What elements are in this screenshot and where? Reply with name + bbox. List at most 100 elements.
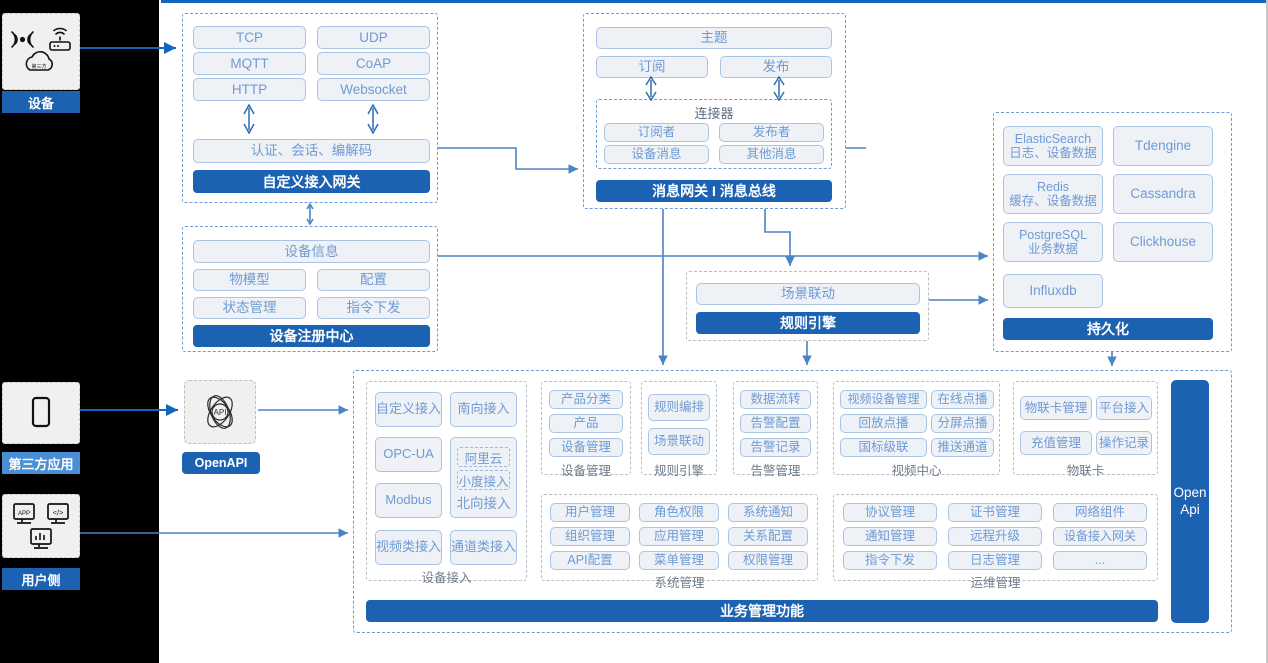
rail-tag-third-party: 第三方应用 xyxy=(2,452,80,474)
dm-product-category[interactable]: 产品分类 xyxy=(549,390,623,409)
ops-network-component[interactable]: 网络组件 xyxy=(1053,503,1147,522)
access-modbus[interactable]: Modbus xyxy=(375,483,442,518)
access-northbound-container[interactable]: 北向接入 xyxy=(450,437,517,518)
alarm-data-flow[interactable]: 数据流转 xyxy=(740,390,811,409)
protocol-tcp[interactable]: TCP xyxy=(193,26,306,49)
rule-engine-title-bar[interactable]: 规则引擎 xyxy=(696,312,920,334)
protocol-coap[interactable]: CoAP xyxy=(317,52,430,75)
gateway-auth-session-codec[interactable]: 认证、会话、编解码 xyxy=(193,139,430,163)
user-side-icon-box: APP </> xyxy=(2,494,80,558)
svg-text:第三方: 第三方 xyxy=(31,63,46,70)
iot-recharge-management[interactable]: 充值管理 xyxy=(1020,431,1092,455)
video-device-management[interactable]: 视频设备管理 xyxy=(840,390,927,409)
store-clickhouse[interactable]: Clickhouse xyxy=(1113,222,1213,262)
alarm-records[interactable]: 告警记录 xyxy=(740,438,811,457)
sys-user-management[interactable]: 用户管理 xyxy=(550,503,630,522)
access-xiaodu[interactable]: 小度接入 xyxy=(457,470,510,490)
store-name: Redis xyxy=(1037,179,1069,194)
store-tdengine[interactable]: Tdengine xyxy=(1113,126,1213,166)
re-scene-linkage[interactable]: 场景联动 xyxy=(648,428,710,455)
dm-product[interactable]: 产品 xyxy=(549,414,623,433)
sys-api-config[interactable]: API配置 xyxy=(550,551,630,570)
connector-subscriber[interactable]: 订阅者 xyxy=(604,123,709,142)
sys-relation-config[interactable]: 关系配置 xyxy=(728,527,808,546)
connector-other-message[interactable]: 其他消息 xyxy=(719,145,824,164)
protocol-udp[interactable]: UDP xyxy=(317,26,430,49)
ops-more[interactable]: ... xyxy=(1053,551,1147,570)
store-name: ElasticSearch xyxy=(1014,131,1092,146)
user-side-icons-svg: APP </> xyxy=(13,503,69,549)
business-group-system xyxy=(541,494,818,581)
iot-platform-access[interactable]: 平台接入 xyxy=(1096,396,1152,420)
access-channel-type[interactable]: 通道类接入 xyxy=(450,530,517,565)
connector-device-message[interactable]: 设备消息 xyxy=(604,145,709,164)
registry-config[interactable]: 配置 xyxy=(317,269,430,291)
business-footer-bar[interactable]: 业务管理功能 xyxy=(366,600,1158,622)
store-redis[interactable]: Redis 缓存、设备数据 xyxy=(1003,174,1103,214)
rule-scene-linkage[interactable]: 场景联动 xyxy=(696,283,920,305)
sys-app-management[interactable]: 应用管理 xyxy=(639,527,719,546)
registry-title-bar[interactable]: 设备注册中心 xyxy=(193,325,430,347)
sys-permission-management[interactable]: 权限管理 xyxy=(728,551,808,570)
video-playback-vod[interactable]: 回放点播 xyxy=(840,414,927,433)
sys-org-management[interactable]: 组织管理 xyxy=(550,527,630,546)
store-elasticsearch[interactable]: ElasticSearch 日志、设备数据 xyxy=(1003,126,1103,166)
business-label-ops: 运维管理 xyxy=(970,576,1021,590)
alarm-config[interactable]: 告警配置 xyxy=(740,414,811,433)
bus-publish[interactable]: 发布 xyxy=(720,56,832,78)
openapi-tag[interactable]: OpenAPI xyxy=(182,452,260,474)
video-push-channel[interactable]: 推送通道 xyxy=(931,438,994,457)
dm-device-management[interactable]: 设备管理 xyxy=(549,438,623,457)
access-opcua[interactable]: OPC-UA xyxy=(375,437,442,472)
openapi-vertical-bar[interactable]: Open Api xyxy=(1171,380,1209,623)
registry-thing-model[interactable]: 物模型 xyxy=(193,269,306,291)
video-gb-cascade[interactable]: 国标级联 xyxy=(840,438,927,457)
rule-engine-group xyxy=(686,271,929,341)
device-registry-group xyxy=(182,226,438,352)
persistence-group xyxy=(993,112,1232,352)
protocol-websocket[interactable]: Websocket xyxy=(317,78,430,101)
store-postgresql[interactable]: PostgreSQL 业务数据 xyxy=(1003,222,1103,262)
access-video[interactable]: 视频类接入 xyxy=(375,530,442,565)
video-online-vod[interactable]: 在线点播 xyxy=(931,390,994,409)
store-desc: 缓存、设备数据 xyxy=(1009,194,1097,208)
persistence-title-bar[interactable]: 持久化 xyxy=(1003,318,1213,340)
video-split-screen-vod[interactable]: 分屏点播 xyxy=(931,414,994,433)
access-custom[interactable]: 自定义接入 xyxy=(375,392,442,427)
sys-menu-management[interactable]: 菜单管理 xyxy=(639,551,719,570)
sys-notification[interactable]: 系统通知 xyxy=(728,503,808,522)
ops-protocol-management[interactable]: 协议管理 xyxy=(843,503,937,522)
ops-remote-upgrade[interactable]: 远程升级 xyxy=(948,527,1042,546)
store-cassandra[interactable]: Cassandra xyxy=(1113,174,1213,214)
business-label-alarm: 告警管理 xyxy=(750,464,801,478)
business-group-rule-engine xyxy=(641,381,717,475)
ops-cert-management[interactable]: 证书管理 xyxy=(948,503,1042,522)
business-group-alarm xyxy=(733,381,818,475)
registry-state-management[interactable]: 状态管理 xyxy=(193,297,306,319)
store-influxdb[interactable]: Influxdb xyxy=(1003,274,1103,308)
connector-publisher[interactable]: 发布者 xyxy=(719,123,824,142)
ops-command-dispatch[interactable]: 指令下发 xyxy=(843,551,937,570)
ops-notification-management[interactable]: 通知管理 xyxy=(843,527,937,546)
access-aliyun[interactable]: 阿里云 xyxy=(457,447,510,467)
gateway-title-bar[interactable]: 自定义接入网关 xyxy=(193,170,430,193)
business-outer-group xyxy=(353,370,1232,633)
protocol-http[interactable]: HTTP xyxy=(193,78,306,101)
registry-command-dispatch[interactable]: 指令下发 xyxy=(317,297,430,319)
bus-subscribe[interactable]: 订阅 xyxy=(596,56,708,78)
rail-tag-device: 设备 xyxy=(2,91,80,113)
iot-card-management[interactable]: 物联卡管理 xyxy=(1020,396,1092,420)
protocol-mqtt[interactable]: MQTT xyxy=(193,52,306,75)
message-bus-title-bar[interactable]: 消息网关 I 消息总线 xyxy=(596,180,832,202)
sys-role-permission[interactable]: 角色权限 xyxy=(639,503,719,522)
registry-device-info[interactable]: 设备信息 xyxy=(193,240,430,263)
access-southbound[interactable]: 南向接入 xyxy=(450,392,517,427)
connector-group xyxy=(596,99,832,169)
bus-topic[interactable]: 主题 xyxy=(596,27,832,49)
iot-operation-log[interactable]: 操作记录 xyxy=(1096,431,1152,455)
device-icon-box: 第三方 xyxy=(2,13,80,90)
ops-log-management[interactable]: 日志管理 xyxy=(948,551,1042,570)
re-rule-orchestration[interactable]: 规则编排 xyxy=(648,394,710,421)
business-group-device-access xyxy=(366,381,527,581)
ops-device-access-gateway[interactable]: 设备接入网关 xyxy=(1053,527,1147,546)
